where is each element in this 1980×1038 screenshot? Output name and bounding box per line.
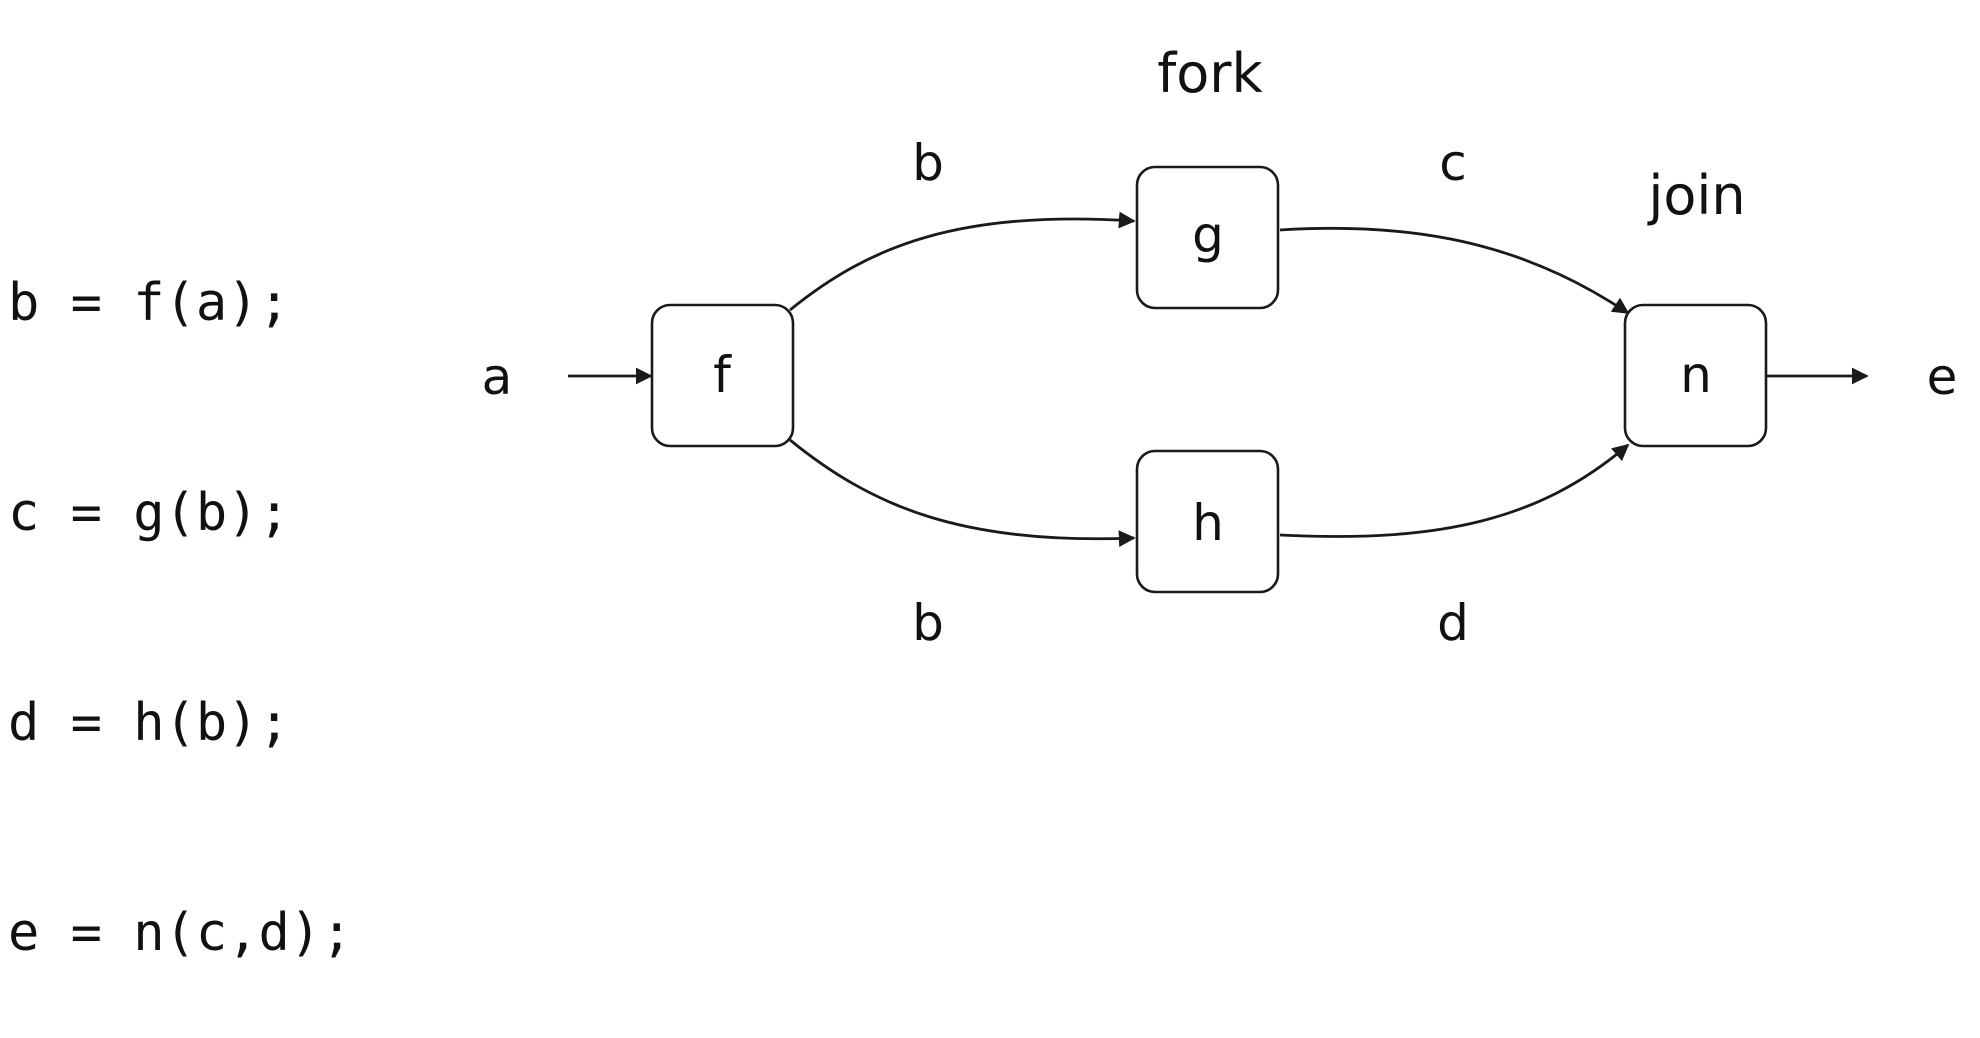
code-line: e = n(c,d); [8, 903, 353, 963]
node-h [1135, 449, 1280, 594]
edge-g-to-n [1279, 226, 1630, 315]
edge-f-to-g [789, 211, 1136, 312]
node-n [1623, 303, 1768, 448]
node-h-label: h [1192, 494, 1224, 552]
edge-label-b-bottom: b [912, 594, 944, 652]
edge-f-to-h [789, 438, 1136, 547]
join-annotation: join [1647, 164, 1745, 227]
edge-label-e: e [1927, 348, 1958, 406]
edge-label-a: a [482, 348, 513, 406]
code-line: c = g(b); [8, 483, 290, 543]
fork-annotation: fork [1157, 42, 1263, 105]
node-f [650, 303, 795, 448]
edge-label-b-top: b [912, 134, 944, 192]
edge-label-d: d [1437, 594, 1469, 652]
code-line: d = h(b); [8, 693, 290, 753]
fork-join-diagram: f g h n a b b c d e fork join [482, 42, 1958, 652]
code-line: b = f(a); [8, 273, 290, 333]
edge-label-c: c [1439, 134, 1467, 192]
node-f-label: f [713, 346, 732, 404]
node-n-label: n [1680, 346, 1712, 404]
node-g-label: g [1192, 206, 1224, 264]
edge-h-to-n [1279, 443, 1630, 538]
node-g [1135, 165, 1280, 310]
